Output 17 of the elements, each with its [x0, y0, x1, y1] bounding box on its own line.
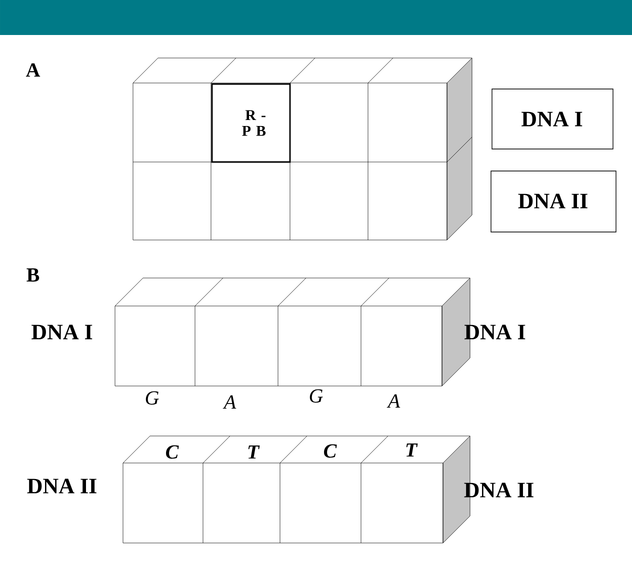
base-letter: T	[248, 445, 260, 459]
base-letter: G	[146, 391, 159, 405]
base-letter: A	[386, 394, 400, 408]
cell-box: R - P B	[211, 83, 291, 163]
panel-letter: B	[26, 268, 40, 282]
label-box: DNA I	[492, 88, 614, 150]
base-letter: T	[406, 443, 418, 457]
base-letter: A	[222, 395, 236, 409]
label-box: DNA II	[490, 170, 616, 232]
strand-label: DNA I	[32, 324, 92, 340]
base-letter: C	[324, 444, 337, 458]
strand-label: DNA I	[464, 324, 526, 340]
base-letter: G	[310, 389, 323, 403]
strand-label: DNA II	[27, 478, 96, 494]
strand-label: DNA II	[464, 482, 534, 498]
base-letter: C	[166, 445, 179, 459]
panel-letter: A	[26, 63, 40, 77]
